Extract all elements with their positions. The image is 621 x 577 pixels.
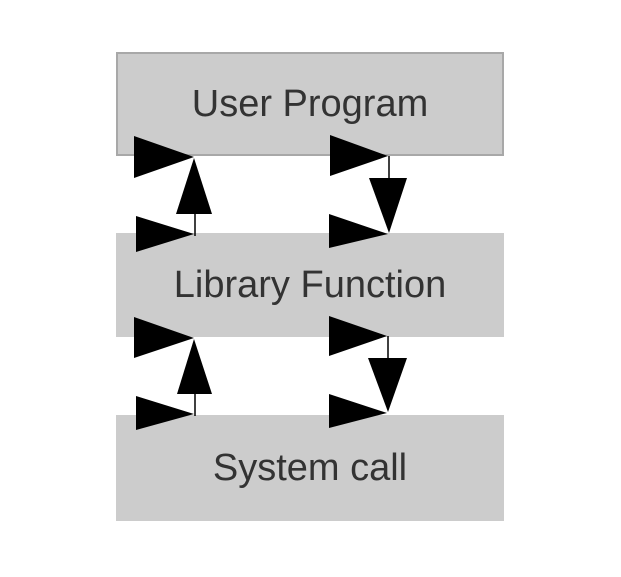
connector-down-user-to-library bbox=[329, 135, 407, 248]
down-arrowhead bbox=[369, 178, 407, 233]
right-arrow-marker bbox=[329, 316, 387, 356]
up-arrowhead bbox=[177, 339, 212, 394]
box-library-function-label: Library Function bbox=[173, 264, 447, 306]
right-arrow-marker bbox=[330, 135, 388, 176]
right-arrow-marker bbox=[136, 396, 194, 430]
connector-up-library-to-user bbox=[134, 136, 212, 252]
box-system-call: System call bbox=[116, 415, 504, 521]
right-arrow-marker bbox=[134, 317, 194, 358]
connector-down-library-to-system bbox=[329, 316, 407, 428]
right-arrow-marker bbox=[329, 394, 387, 428]
right-arrow-marker bbox=[134, 136, 194, 178]
right-arrow-marker bbox=[136, 216, 194, 252]
connector-up-system-to-library bbox=[134, 317, 212, 430]
down-arrowhead bbox=[368, 358, 407, 412]
box-user-program: User Program bbox=[116, 52, 504, 156]
right-arrow-marker bbox=[329, 214, 388, 248]
box-system-call-label: System call bbox=[212, 447, 408, 489]
up-arrowhead bbox=[176, 158, 212, 214]
box-user-program-label: User Program bbox=[191, 83, 429, 125]
box-library-function: Library Function bbox=[116, 233, 504, 337]
